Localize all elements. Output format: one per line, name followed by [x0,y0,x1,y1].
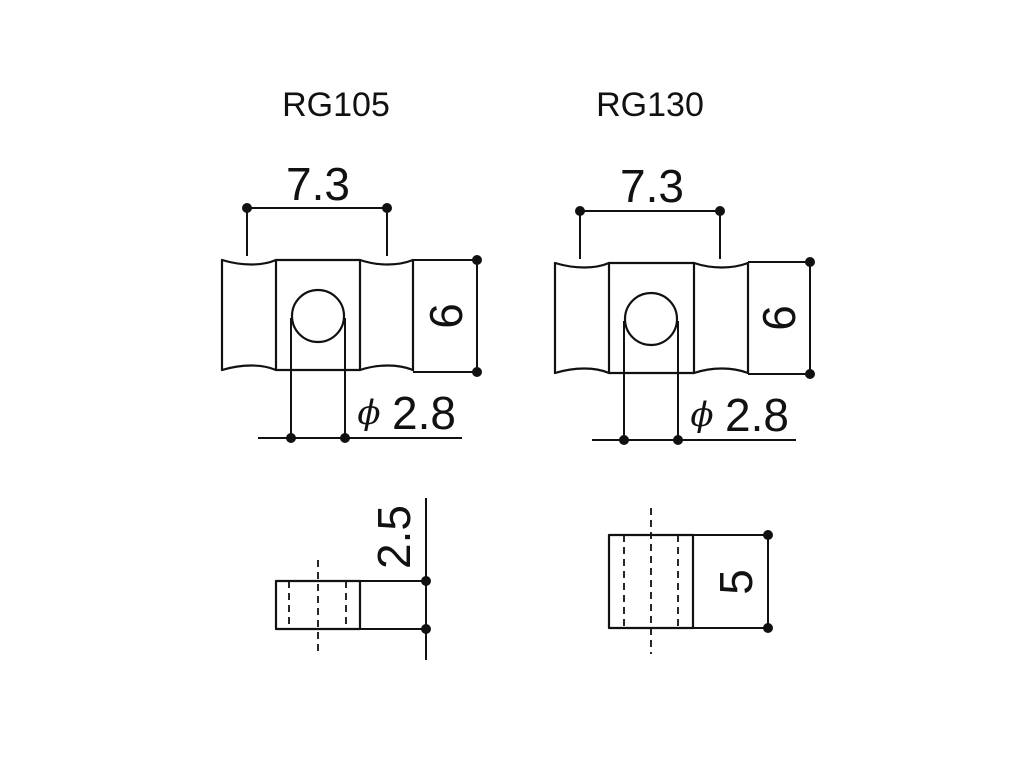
rg105-width-dot-right [382,203,392,213]
rg105-thickness-dimension: 2.5 [368,505,420,569]
rg105-hole-dot-right [340,433,350,443]
rg130-width-dot-right [715,206,725,216]
rg105-hole-dot-left [286,433,296,443]
rg130-model-label: RG130 [596,86,704,124]
rg130-hole-dimension: 2.8 [725,389,789,441]
rg130-thickness-dot-bottom [763,623,773,633]
rg130-top-view: 7.3 6 ϕ 2.8 [553,160,815,445]
rg105-height-dot-top [472,255,482,265]
rg105-thickness-dot-top [421,576,431,586]
rg130-hole [623,291,679,347]
rg105-side-view: 2.5 [274,498,431,660]
rg130-width-dot-left [575,206,585,216]
rg105-hole [290,288,346,344]
rg105-top-view: 7.3 6 ϕ 2.8 [220,158,482,443]
rg130-hole-dot-left [619,435,629,445]
rg105-body-bottom-edge [220,364,415,372]
rg130-diameter-symbol: ϕ [690,395,713,435]
rg130-width-dimension: 7.3 [620,160,684,212]
rg105-hole-dimension: 2.8 [392,387,456,439]
rg105-side-body [274,579,362,631]
rg130-thickness-dot-top [763,530,773,540]
rg105-body-top-edge [220,258,415,266]
rg105-height-dot-bottom [472,367,482,377]
rg130-hole-dot-right [673,435,683,445]
rg105-diameter-symbol: ϕ [357,393,380,433]
rg130-body-bottom-edge [553,367,750,375]
rg130-height-dot-bottom [805,369,815,379]
rg130-drawing: RG130 7.3 6 [553,86,815,654]
rg130-height-dimension: 6 [753,305,805,331]
rg130-thickness-dimension: 5 [710,569,762,595]
rg130-height-dot-top [805,257,815,267]
rg105-height-dimension: 6 [420,303,472,329]
rg105-thickness-dot-bottom [421,624,431,634]
rg130-side-view: 5 [607,508,773,654]
rg130-body-top-edge [553,261,750,269]
rg105-width-dimension: 7.3 [286,158,350,210]
rg105-model-label: RG105 [282,86,390,124]
rg105-width-dot-left [242,203,252,213]
rg105-drawing: RG105 7.3 6 [220,86,482,660]
